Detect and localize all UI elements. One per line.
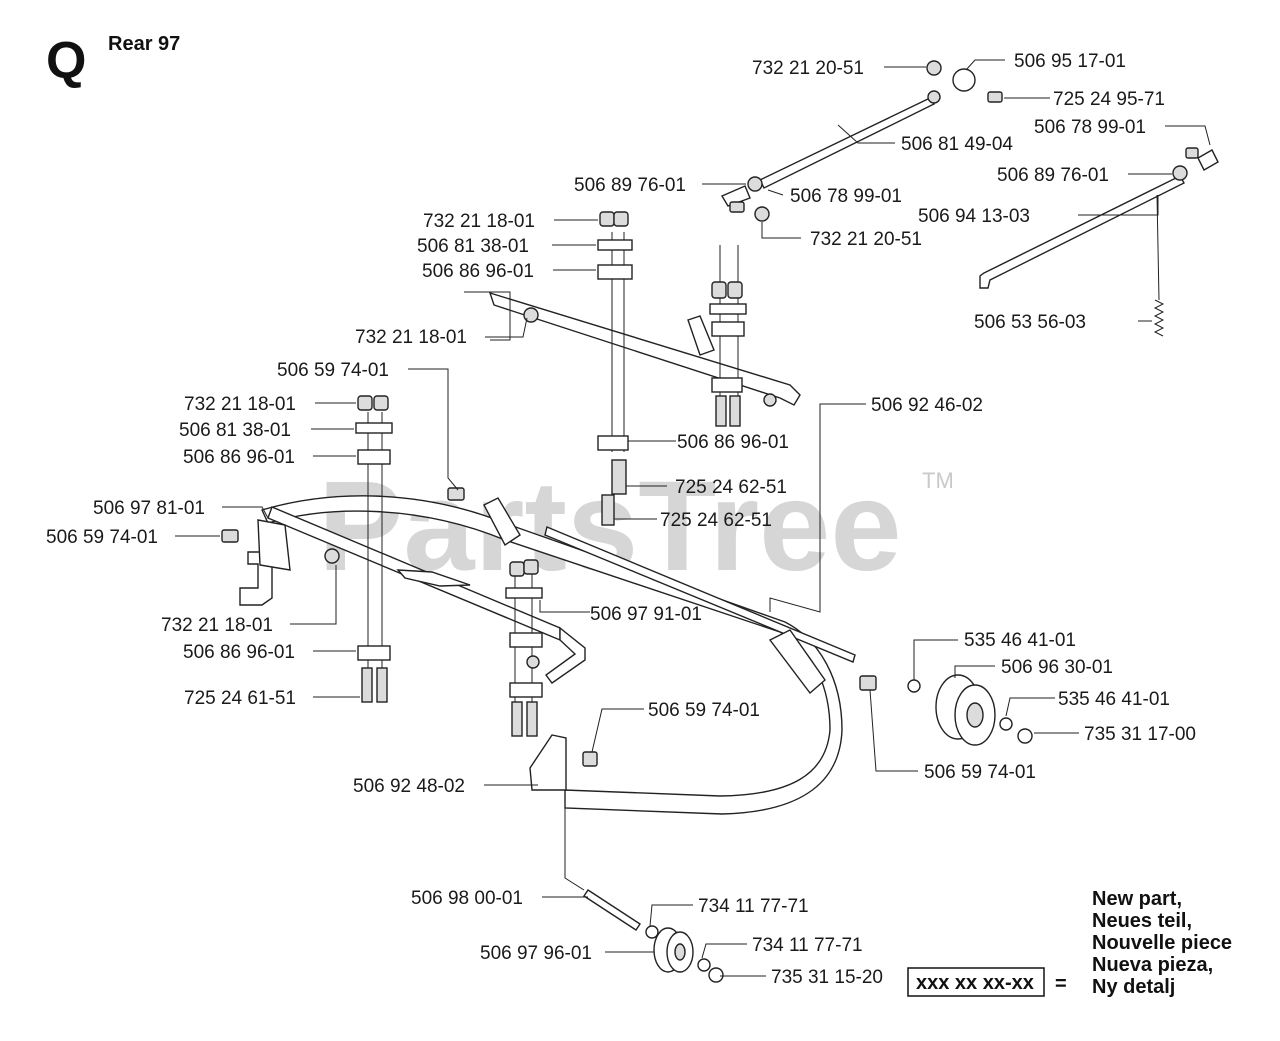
part-label[interactable]: 506 53 56-03: [974, 312, 1086, 333]
link-rod-506-81-49-04: [759, 97, 936, 189]
part-label[interactable]: 506 59 74-01: [277, 360, 389, 381]
part-label[interactable]: 506 81 38-01: [417, 236, 529, 257]
part-label[interactable]: 725 24 61-51: [184, 688, 296, 709]
part-label[interactable]: 506 94 13-03: [918, 206, 1030, 227]
part-label[interactable]: 506 59 74-01: [46, 527, 158, 548]
fasteners: [221, 307, 877, 767]
center-bracket: [483, 497, 521, 547]
part-label[interactable]: 506 86 96-01: [677, 432, 789, 453]
middle-blade: [396, 569, 471, 587]
section-letter: Q: [46, 32, 86, 90]
part-label[interactable]: 506 92 48-02: [353, 776, 465, 797]
part-label[interactable]: 732 21 18-01: [184, 394, 296, 415]
upper-bracket: [687, 315, 715, 356]
legend-sample: xxx xx xx-xx: [916, 972, 1034, 994]
part-label[interactable]: 506 81 49-04: [901, 134, 1013, 155]
part-label[interactable]: 506 86 96-01: [422, 261, 534, 282]
side-rod: [544, 526, 856, 663]
watermark-tm: TM: [922, 468, 954, 493]
part-label[interactable]: 506 92 46-02: [871, 395, 983, 416]
part-label[interactable]: 732 21 18-01: [161, 615, 273, 636]
left-plate: [257, 519, 291, 571]
part-label[interactable]: 725 24 62-51: [660, 510, 772, 531]
section-title: Rear 97: [108, 33, 180, 55]
part-label[interactable]: 506 59 74-01: [924, 762, 1036, 783]
part-label[interactable]: 734 11 77-71: [698, 896, 809, 917]
legend-line: Nueva pieza,: [1092, 954, 1213, 976]
part-label[interactable]: 535 46 41-01: [964, 630, 1076, 651]
part-label[interactable]: 732 21 20-51: [752, 58, 864, 79]
legend-equals: =: [1055, 973, 1067, 995]
right-bracket: [768, 629, 826, 695]
legend-line: New part,: [1092, 888, 1182, 910]
rear-wheel: [907, 674, 1033, 746]
part-label[interactable]: 506 78 99-01: [790, 186, 902, 207]
front-small-wheel: [583, 889, 724, 983]
part-labels: 732 21 20-51 506 95 17-01 725 24 95-71 5…: [46, 51, 1196, 988]
part-label[interactable]: 732 21 20-51: [810, 229, 922, 250]
spring-506-53-56-03: [1153, 299, 1165, 337]
part-label[interactable]: 506 97 81-01: [93, 498, 205, 519]
upper-linkage-hardware: [720, 60, 1219, 222]
part-label[interactable]: 734 11 77-71: [752, 935, 863, 956]
part-label[interactable]: 506 97 91-01: [590, 604, 702, 625]
legend-line: Neues teil,: [1092, 910, 1192, 932]
part-label[interactable]: 732 21 18-01: [423, 211, 535, 232]
drawing: [221, 60, 1219, 983]
part-label[interactable]: 725 24 62-51: [675, 477, 787, 498]
legend: xxx xx xx-xx = New part, Neues teil, Nou…: [907, 888, 1232, 998]
part-label[interactable]: 506 59 74-01: [648, 700, 760, 721]
part-label[interactable]: 506 95 17-01: [1014, 51, 1126, 72]
legend-sample-box: [907, 967, 1045, 997]
spring-hook: [1156, 194, 1160, 301]
part-label[interactable]: 735 31 15-20: [771, 967, 883, 988]
bottom-bracket: [529, 734, 567, 791]
legend-line: Ny detalj: [1092, 976, 1175, 998]
part-label[interactable]: 506 86 96-01: [183, 447, 295, 468]
part-label[interactable]: 535 46 41-01: [1058, 689, 1170, 710]
part-label[interactable]: 735 31 17-00: [1084, 724, 1196, 745]
part-label[interactable]: 506 81 38-01: [179, 420, 291, 441]
link-rod-506-94-13-03: [979, 175, 1185, 289]
hardware-stack: [355, 211, 747, 737]
part-label[interactable]: 506 96 30-01: [1001, 657, 1113, 678]
part-label[interactable]: 725 24 95-71: [1053, 89, 1165, 110]
lower-rod-end: [545, 626, 586, 684]
part-label[interactable]: 506 97 96-01: [480, 943, 592, 964]
part-label[interactable]: 506 98 00-01: [411, 888, 523, 909]
leader-lines: [175, 59, 1211, 977]
part-label[interactable]: 506 86 96-01: [183, 642, 295, 663]
part-label[interactable]: 506 89 76-01: [574, 175, 686, 196]
part-label[interactable]: 506 89 76-01: [997, 165, 1109, 186]
legend-line: Nouvelle piece: [1092, 932, 1232, 954]
part-label[interactable]: 732 21 18-01: [355, 327, 467, 348]
upper-rod: [488, 291, 801, 406]
part-label[interactable]: 506 78 99-01: [1034, 117, 1146, 138]
